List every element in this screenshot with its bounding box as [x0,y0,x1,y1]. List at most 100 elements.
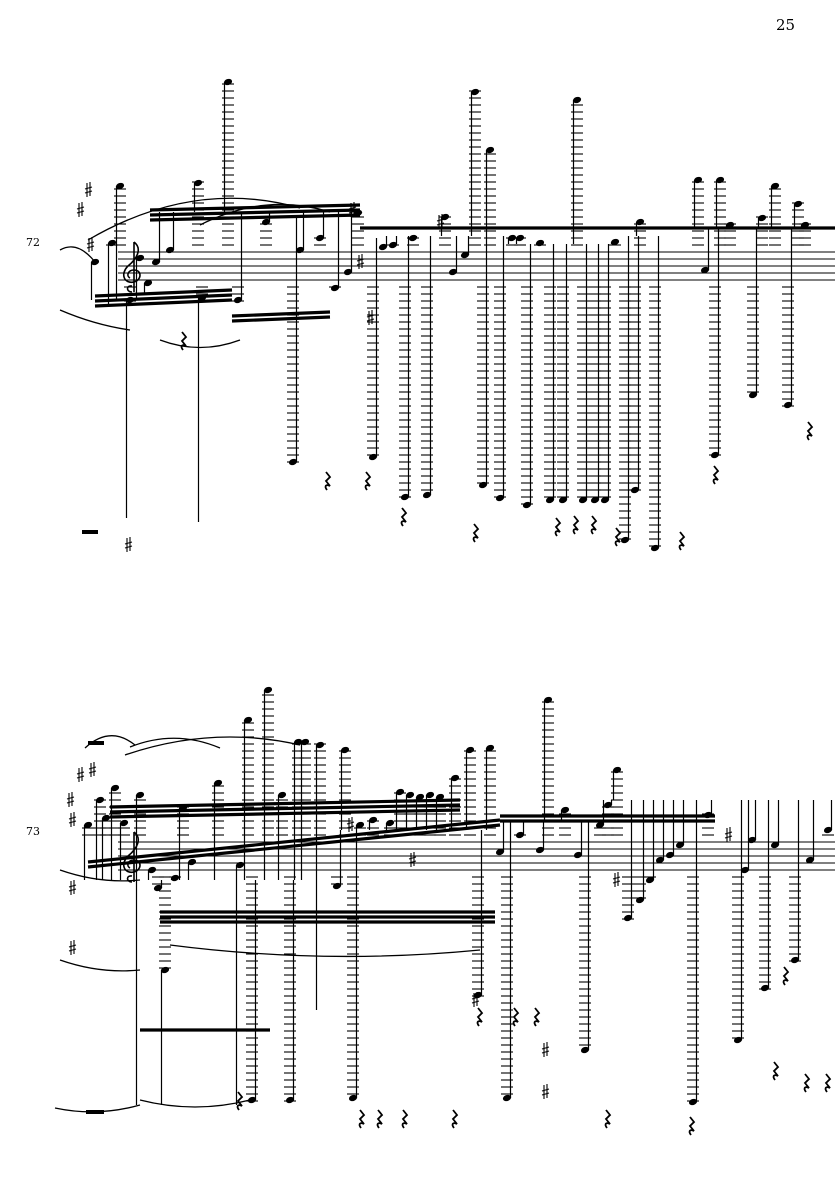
quarter-rest-icon [824,1073,832,1093]
note-head [600,496,610,504]
sharp-icon [541,1042,550,1057]
note-head [405,791,415,799]
sharp-icon [124,537,133,552]
slur [139,1099,251,1108]
note-head [495,848,505,856]
beam [109,798,461,809]
note-head [435,793,445,801]
quarter-rest-icon [324,471,332,491]
treble-clef-icon [122,241,141,293]
note-head [502,1094,512,1102]
slur [129,737,221,749]
sharp-icon [436,214,445,229]
note-head [733,1036,743,1044]
note-head [193,179,203,187]
note-head [740,866,750,874]
measure-number-72: 72 [26,236,40,249]
sharp-icon [724,827,733,842]
note-head [747,836,757,844]
note-head [793,200,803,208]
note-head [165,246,175,254]
quarter-rest-icon [806,421,814,441]
note-head [757,214,767,222]
note-head [368,453,378,461]
note-head [635,896,645,904]
note-head [425,791,435,799]
note-head [522,501,532,509]
beam [94,293,233,303]
note-head [545,496,555,504]
note-head [620,536,630,544]
beam [87,818,501,864]
note-head [823,826,833,834]
slur [169,944,481,958]
note-head [612,766,622,774]
note-head [368,816,378,824]
note-head [135,791,145,799]
note-head [478,481,488,489]
note-head [558,496,568,504]
note-head [385,819,395,827]
quarter-rest-icon [712,465,720,485]
note-head [355,821,365,829]
note-head [343,268,353,276]
note-head [665,851,675,859]
note-head [448,268,458,276]
note-head [295,246,305,254]
sharp-icon [346,817,355,832]
sharp-icon [612,872,621,887]
quarter-rest-icon [688,1116,696,1136]
note-head [760,984,770,992]
note-head [332,882,342,890]
beam [94,298,233,308]
note-head [213,779,223,787]
sharp-icon [76,202,85,217]
note-head [95,796,105,804]
quarter-rest-icon [376,1109,384,1129]
note-head [187,858,197,866]
note-head [115,182,125,190]
sharp-icon [86,237,95,252]
quarter-rest-icon [772,1061,780,1081]
quarter-rest-icon [364,471,372,491]
note-head [143,279,153,287]
sharp-icon [68,940,77,955]
quarter-rest-icon [451,1109,459,1129]
note-head [395,788,405,796]
note-head [573,851,583,859]
note-head [645,876,655,884]
note-head [247,1096,257,1104]
note-head [495,494,505,502]
note-head [300,738,310,746]
note-head [770,182,780,190]
sharp-icon [68,812,77,827]
note-head [135,254,145,262]
slur [59,869,141,882]
sharp-icon [356,254,365,269]
note-head [535,846,545,854]
note-head [277,791,287,799]
note-head [485,146,495,154]
note-head [473,991,483,999]
quarter-rest-icon [180,331,188,351]
note-head [160,966,170,974]
note-head [235,861,245,869]
note-head [580,1046,590,1054]
sharp-icon [348,202,357,217]
note-head [261,218,271,226]
note-head [675,841,685,849]
sharp-icon [68,880,77,895]
note-head [400,493,410,501]
system-1 [59,78,835,552]
note-head [415,793,425,801]
note-head [610,238,620,246]
note-head [315,741,325,749]
quarter-rest-icon [554,517,562,537]
note-head [223,78,233,86]
beam [231,315,331,323]
quarter-rest-icon [512,1007,520,1027]
note-head [535,239,545,247]
quarter-rest-icon [604,1109,612,1129]
quarter-rest-icon [678,531,686,551]
quarter-rest-icon [472,523,480,543]
